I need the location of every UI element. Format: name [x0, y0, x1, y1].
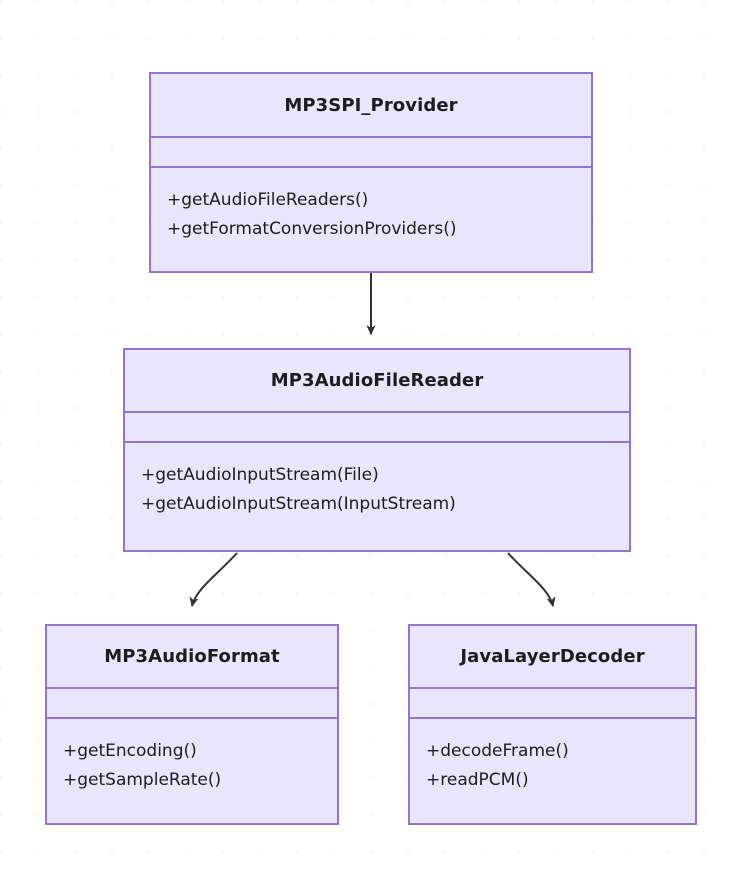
class-methods-mp3spi-provider: +getAudioFileReaders() +getFormatConvers…: [151, 168, 591, 271]
edge-reader-to-format: [189, 552, 238, 608]
class-name-mp3audiofilereader: MP3AudioFileReader: [125, 350, 629, 413]
class-node-mp3audiofilereader[interactable]: MP3AudioFileReader +getAudioInputStream(…: [123, 348, 631, 552]
edge-reader-to-decoder: [507, 552, 556, 608]
method-item: +getSampleRate(): [63, 770, 222, 790]
class-methods-mp3audioformat: +getEncoding() +getSampleRate(): [47, 719, 337, 823]
class-attributes-javalayerdecoder: [410, 689, 695, 719]
method-item: +getAudioFileReaders(): [167, 190, 369, 210]
class-attributes-mp3spi-provider: [151, 138, 591, 168]
method-item: +getFormatConversionProviders(): [167, 219, 457, 239]
class-attributes-mp3audioformat: [47, 689, 337, 719]
method-item: +getAudioInputStream(File): [141, 465, 379, 485]
class-methods-mp3audiofilereader: +getAudioInputStream(File) +getAudioInpu…: [125, 443, 629, 550]
method-item: +readPCM(): [426, 770, 529, 790]
method-item: +getAudioInputStream(InputStream): [141, 494, 456, 514]
class-attributes-mp3audiofilereader: [125, 413, 629, 443]
class-name-mp3spi-provider: MP3SPI_Provider: [151, 74, 591, 138]
method-item: +decodeFrame(): [426, 741, 569, 761]
class-methods-javalayerdecoder: +decodeFrame() +readPCM(): [410, 719, 695, 823]
method-item: +getEncoding(): [63, 741, 197, 761]
class-node-javalayerdecoder[interactable]: JavaLayerDecoder +decodeFrame() +readPCM…: [408, 624, 697, 825]
class-name-javalayerdecoder: JavaLayerDecoder: [410, 626, 695, 689]
class-node-mp3audioformat[interactable]: MP3AudioFormat +getEncoding() +getSample…: [45, 624, 339, 825]
class-node-mp3spi-provider[interactable]: MP3SPI_Provider +getAudioFileReaders() +…: [149, 72, 593, 273]
class-name-mp3audioformat: MP3AudioFormat: [47, 626, 337, 689]
